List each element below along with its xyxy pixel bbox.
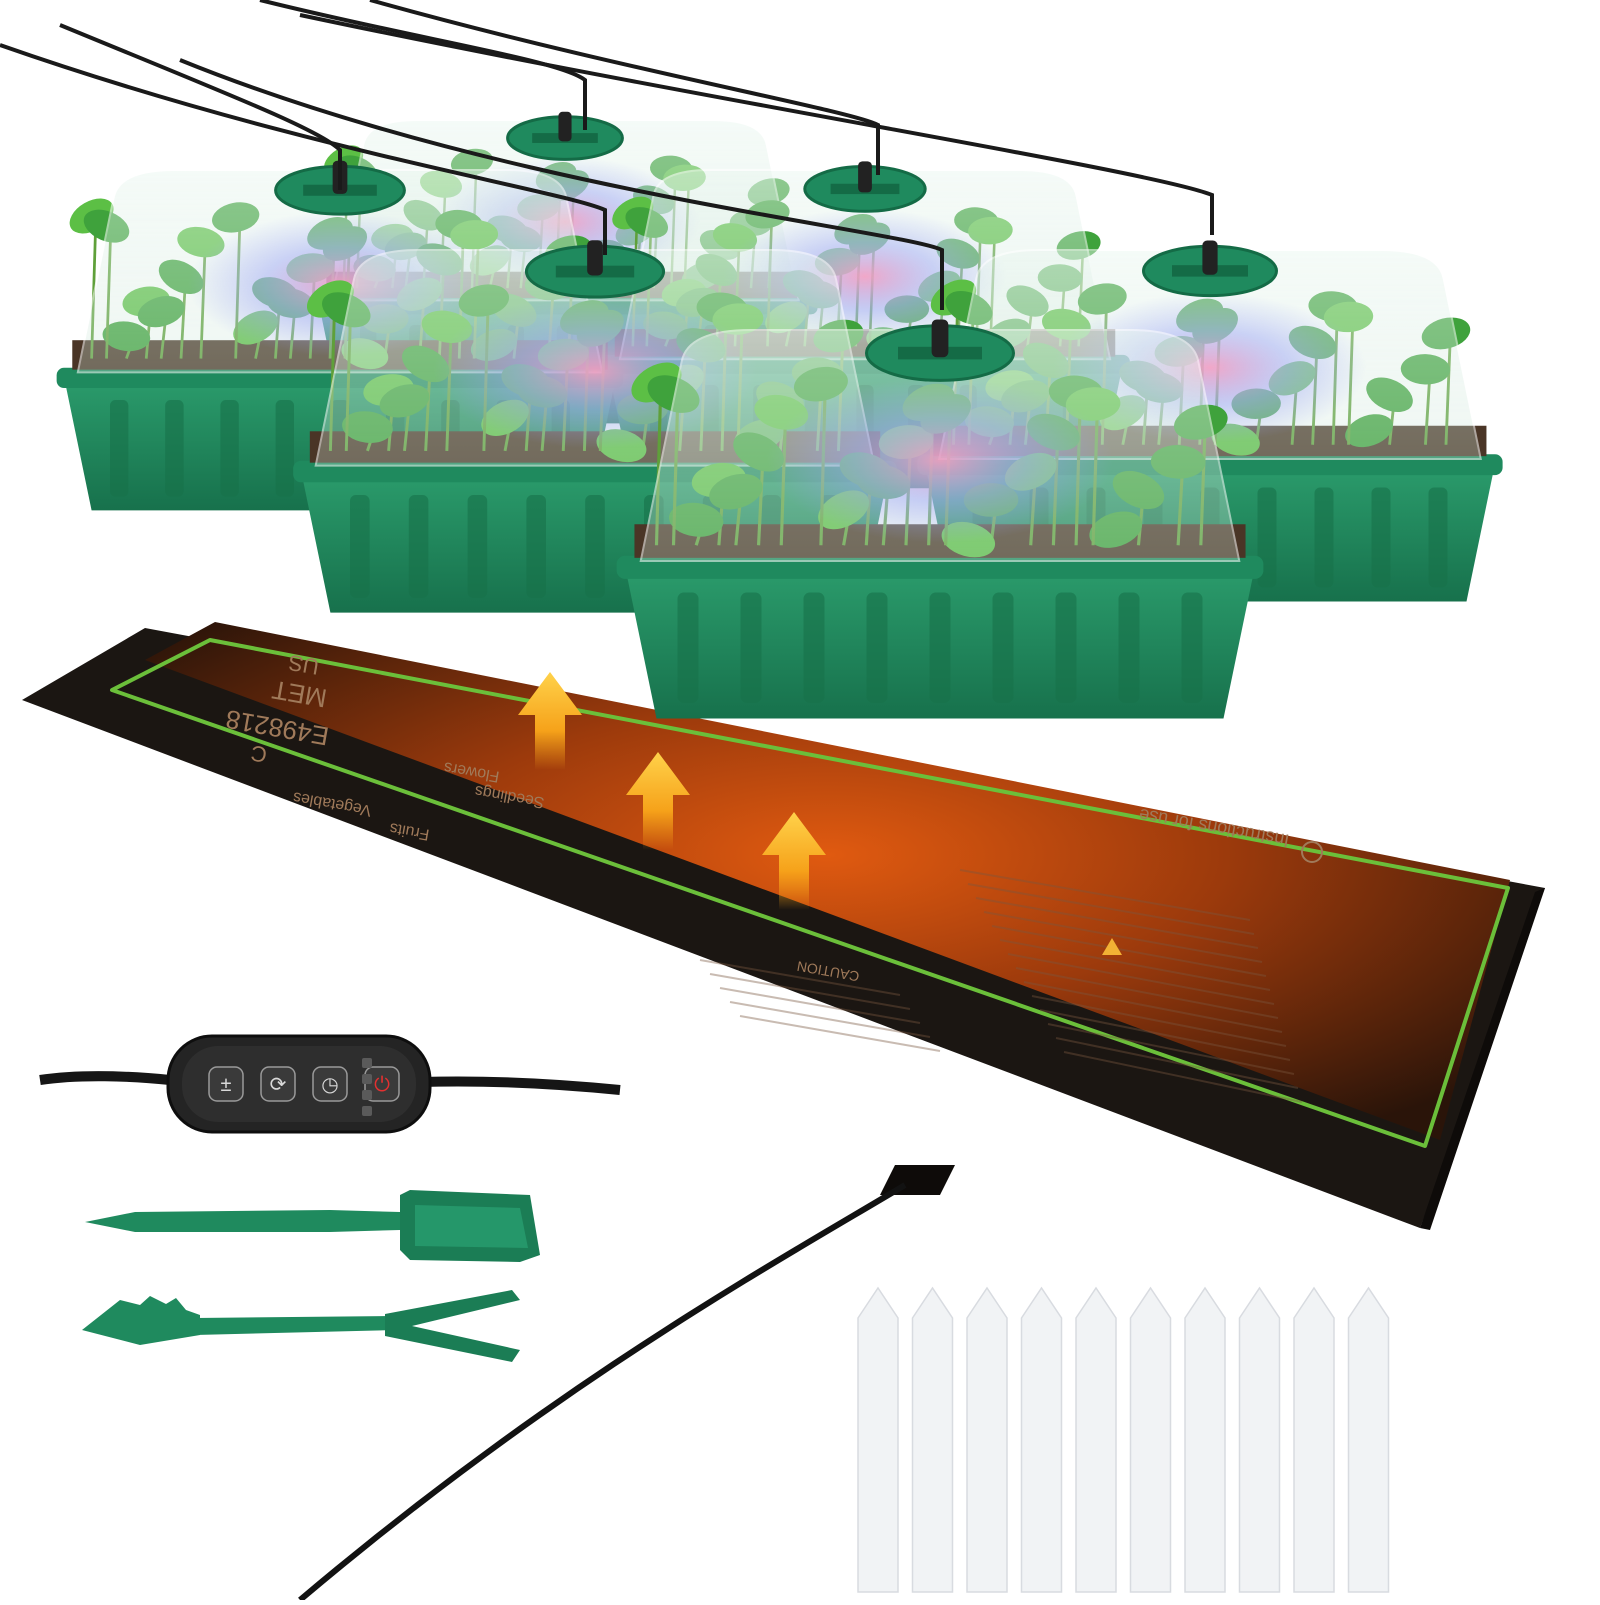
light-wires (0, 0, 1214, 310)
mat-border (110, 638, 1510, 1148)
plant-label-stake (1238, 1286, 1281, 1593)
plant-label-stake (1020, 1286, 1063, 1593)
controller-indicator-led (362, 1106, 372, 1116)
controller-plus-minus-button[interactable]: ± (208, 1066, 244, 1102)
mat-warning-icon (1102, 938, 1122, 955)
plant-label-stake (1293, 1286, 1335, 1593)
heat-arrow-icon (762, 812, 826, 910)
svg-text:⏻: ⏻ (374, 1074, 390, 1096)
heat-arrow-icon (626, 752, 690, 850)
controller-indicator-led (362, 1090, 372, 1100)
svg-text:±: ± (221, 1074, 232, 1096)
plant-label-stake (857, 1286, 899, 1593)
plant-label-stake (1184, 1286, 1226, 1593)
seedling-widger-fork (82, 1290, 520, 1362)
svg-text:◷: ◷ (321, 1074, 338, 1096)
controller-indicator-led (362, 1074, 372, 1084)
plant-label-stake (1075, 1286, 1117, 1593)
controller-cord-left (39, 1071, 171, 1085)
seedling-dibber-scoop (85, 1190, 540, 1262)
controller-timer-button[interactable]: ◷ (312, 1066, 348, 1102)
mat-base (22, 628, 1545, 1228)
heat-mat: MET C US E498218 Vegetables Fruits Flowe… (22, 622, 1545, 1603)
mat-power-cord (298, 1182, 907, 1603)
svg-text:⟳: ⟳ (270, 1074, 287, 1096)
mat-category-fruits: Fruits (388, 819, 430, 843)
controller-power-button[interactable]: ⏻ (364, 1066, 400, 1102)
plant-label-stake (966, 1286, 1008, 1593)
plant-label-stake (911, 1286, 954, 1593)
plant-labels (857, 1286, 1390, 1593)
mat-glow (145, 622, 1510, 1140)
controller-cord-right (419, 1076, 621, 1095)
plant-label-stake (1129, 1286, 1172, 1593)
humidity-dome (639, 329, 1241, 562)
seed-trays (56, 111, 1503, 719)
heat-arrows (518, 672, 826, 910)
mat-cert-c: C (249, 740, 269, 767)
plant-label-stake (1347, 1286, 1390, 1593)
seed-tray (616, 319, 1264, 719)
heat-arrow-icon (518, 672, 582, 770)
seedling-tools (82, 1190, 540, 1362)
controller-mode-button[interactable]: ⟳ (260, 1066, 296, 1102)
temperature-controller: ± ⟳ ◷ ⏻ (39, 1034, 621, 1134)
mat-info-icon (1301, 841, 1323, 863)
mat-cert-us: US (286, 650, 320, 680)
controller-indicator-led (362, 1058, 372, 1068)
